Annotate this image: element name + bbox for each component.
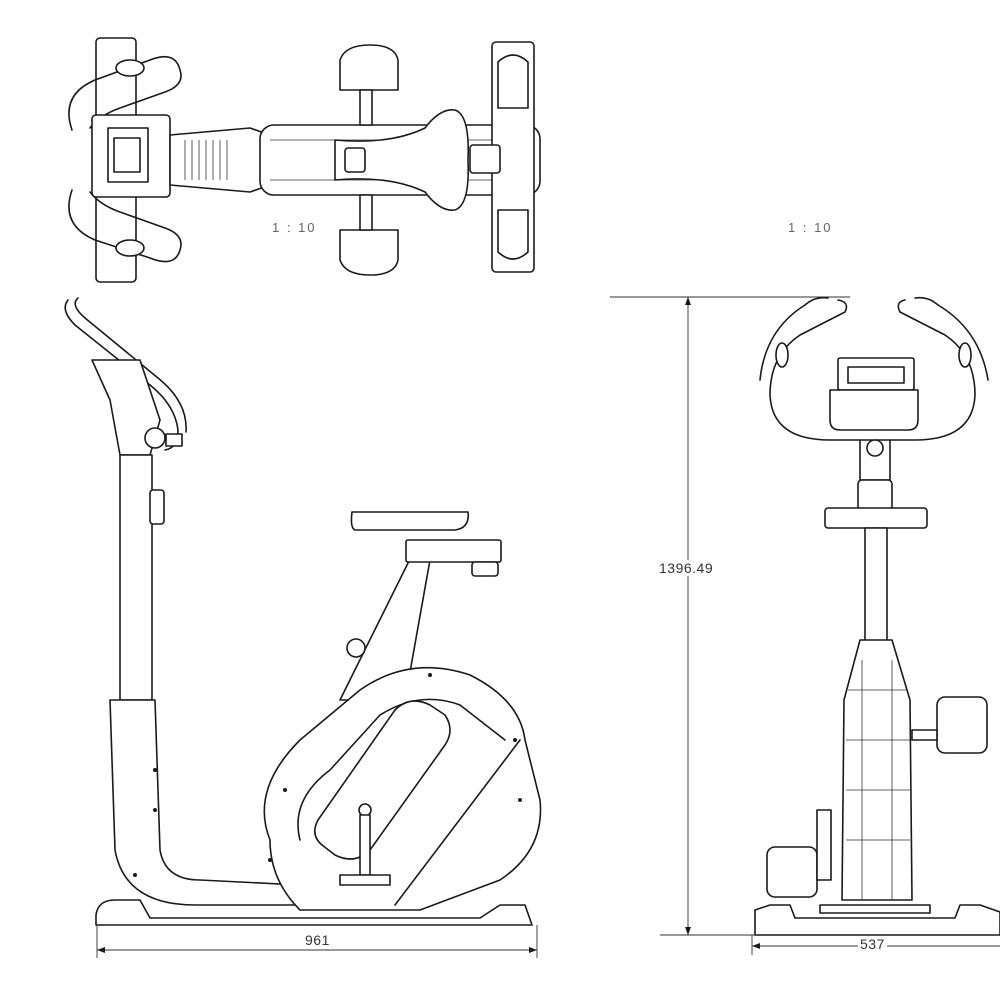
height-dimension-label: 1396.49 (659, 560, 714, 576)
side-view (64, 297, 542, 958)
front-view (610, 296, 1000, 955)
width-dimension-label-front: 537 (858, 936, 887, 952)
width-dimension-label-side: 961 (303, 932, 332, 948)
top-view (68, 37, 541, 283)
top-view-scale-label: 1 : 10 (272, 220, 317, 235)
side-view-scale-label: 1 : 10 (788, 220, 833, 235)
